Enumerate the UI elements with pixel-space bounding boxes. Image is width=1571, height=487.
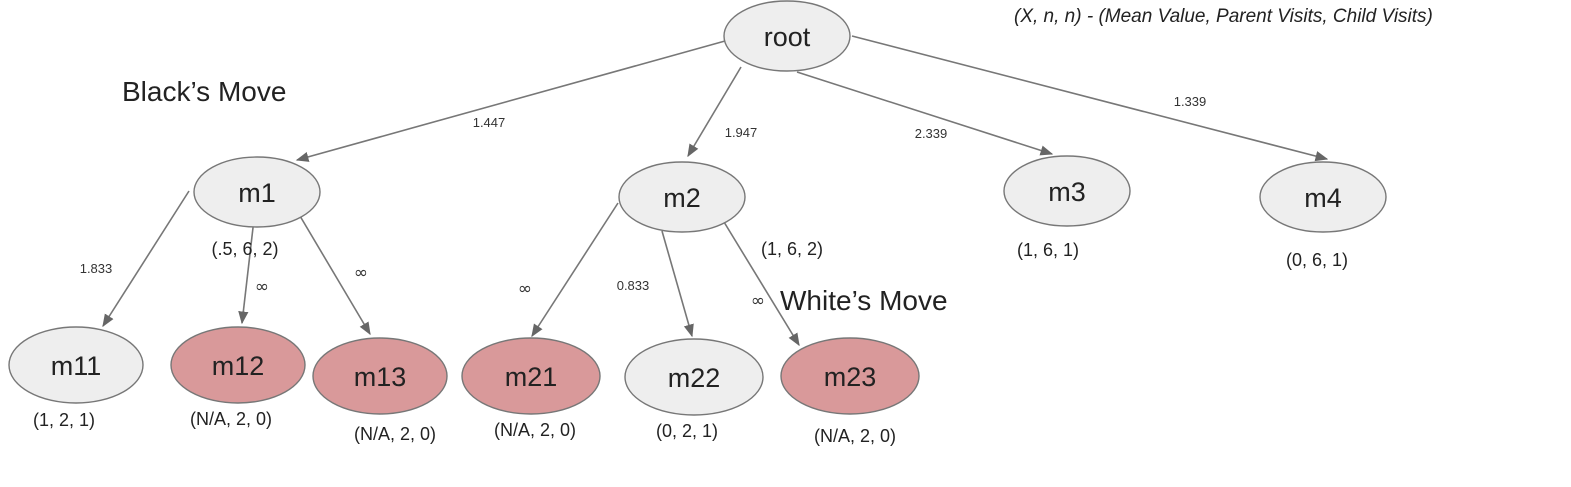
edge-arrow-m2-m22: [661, 230, 694, 338]
node-label-m3: m3: [1048, 177, 1086, 207]
node-root: root: [723, 0, 851, 72]
node-stats-m3: (1, 6, 1): [1017, 240, 1079, 260]
node-shape-m12: [170, 326, 306, 404]
node-stats-m4: (0, 6, 1): [1286, 250, 1348, 270]
node-label-m2: m2: [663, 183, 701, 213]
node-stats-m12: (N/A, 2, 0): [190, 409, 272, 429]
node-m11: m11 (1, 2, 1): [8, 326, 144, 430]
node-shape-m11: [8, 326, 144, 404]
edge-arrow-m2-m21: [531, 202, 619, 338]
edge-weight-m2-m21: ∞: [518, 279, 532, 299]
edge-m1-m13: ∞: [299, 215, 371, 336]
node-stats-m23: (N/A, 2, 0): [814, 426, 896, 446]
node-stats-m11: (1, 2, 1): [33, 410, 95, 430]
node-label-m13: m13: [354, 362, 407, 392]
node-shape-m3: [1003, 155, 1131, 227]
node-m21: m21 (N/A, 2, 0): [461, 337, 601, 440]
edge-weight-m1-m13: ∞: [354, 263, 368, 283]
node-shape-m22: [624, 338, 764, 416]
edge-root-m4: 1.339: [851, 35, 1329, 162]
node-stats-m21: (N/A, 2, 0): [494, 420, 576, 440]
edge-arrow-root-m4: [851, 35, 1329, 162]
edge-arrow-m1-m12: [238, 218, 255, 325]
node-m23: m23 (N/A, 2, 0): [780, 337, 920, 446]
edge-arrow-root-m3: [796, 71, 1054, 156]
nodes-layer: root m1 (.5, 6, 2) m2 (1, 6, 2) m3 (1, 6, 1) m4…: [8, 0, 1387, 446]
node-shape-m21: [461, 337, 601, 415]
node-label-m11: m11: [51, 351, 102, 381]
node-label-m23: m23: [824, 362, 877, 392]
edges-layer: 1.447 1.947 2.339 1.339 1.833 ∞ ∞ ∞ 0.833 ∞: [80, 35, 1329, 347]
edge-m1-m12: ∞: [238, 218, 269, 325]
node-label-m4: m4: [1304, 183, 1342, 213]
node-label-m12: m12: [212, 351, 265, 381]
edge-weight-root-m1: 1.447: [473, 115, 506, 130]
edge-arrow-m1-m11: [102, 190, 190, 328]
node-m12: m12 (N/A, 2, 0): [170, 326, 306, 429]
node-shape-m1: [193, 156, 321, 228]
edge-weight-m2-m23: ∞: [751, 291, 765, 311]
node-m4: m4 (0, 6, 1): [1259, 161, 1387, 270]
edge-weight-m1-m11: 1.833: [80, 261, 113, 276]
edge-m2-m23: ∞: [723, 221, 800, 347]
white-move-label: White’s Move: [780, 285, 948, 316]
black-move-label: Black’s Move: [122, 76, 287, 107]
node-shape-root: [723, 0, 851, 72]
node-m22: m22 (0, 2, 1): [624, 338, 764, 441]
node-shape-m4: [1259, 161, 1387, 233]
node-m1: m1 (.5, 6, 2): [193, 156, 321, 259]
edge-root-m3: 2.339: [796, 71, 1054, 156]
node-label-root: root: [764, 22, 811, 52]
node-stats-m13: (N/A, 2, 0): [354, 424, 436, 444]
edge-root-m2: 1.947: [687, 66, 758, 158]
edge-m1-m11: 1.833: [80, 190, 190, 328]
node-shape-m23: [780, 337, 920, 415]
edge-arrow-root-m1: [295, 40, 726, 162]
edge-weight-m1-m12: ∞: [255, 277, 269, 297]
edge-arrow-root-m2: [687, 66, 742, 158]
edge-arrow-m1-m13: [299, 215, 371, 336]
node-m13: m13 (N/A, 2, 0): [312, 337, 448, 444]
edge-weight-root-m2: 1.947: [725, 125, 758, 140]
node-m2: m2 (1, 6, 2): [618, 161, 823, 259]
edge-m2-m21: ∞: [518, 202, 619, 338]
edge-root-m1: 1.447: [295, 40, 726, 162]
node-stats-m1: (.5, 6, 2): [211, 239, 278, 259]
node-label-m22: m22: [668, 363, 721, 393]
edge-weight-root-m3: 2.339: [915, 126, 948, 141]
edge-m2-m22: 0.833: [617, 230, 694, 338]
node-label-m1: m1: [238, 178, 276, 208]
edge-weight-m2-m22: 0.833: [617, 278, 650, 293]
edge-arrow-m2-m23: [723, 221, 800, 347]
node-shape-m13: [312, 337, 448, 415]
node-stats-m2: (1, 6, 2): [761, 239, 823, 259]
node-label-m21: m21: [505, 362, 558, 392]
node-stats-m22: (0, 2, 1): [656, 421, 718, 441]
node-shape-m2: [618, 161, 746, 233]
node-m3: m3 (1, 6, 1): [1003, 155, 1131, 260]
legend-text: (X, n, n) - (Mean Value, Parent Visits, …: [1014, 6, 1433, 27]
edge-weight-root-m4: 1.339: [1174, 94, 1207, 109]
